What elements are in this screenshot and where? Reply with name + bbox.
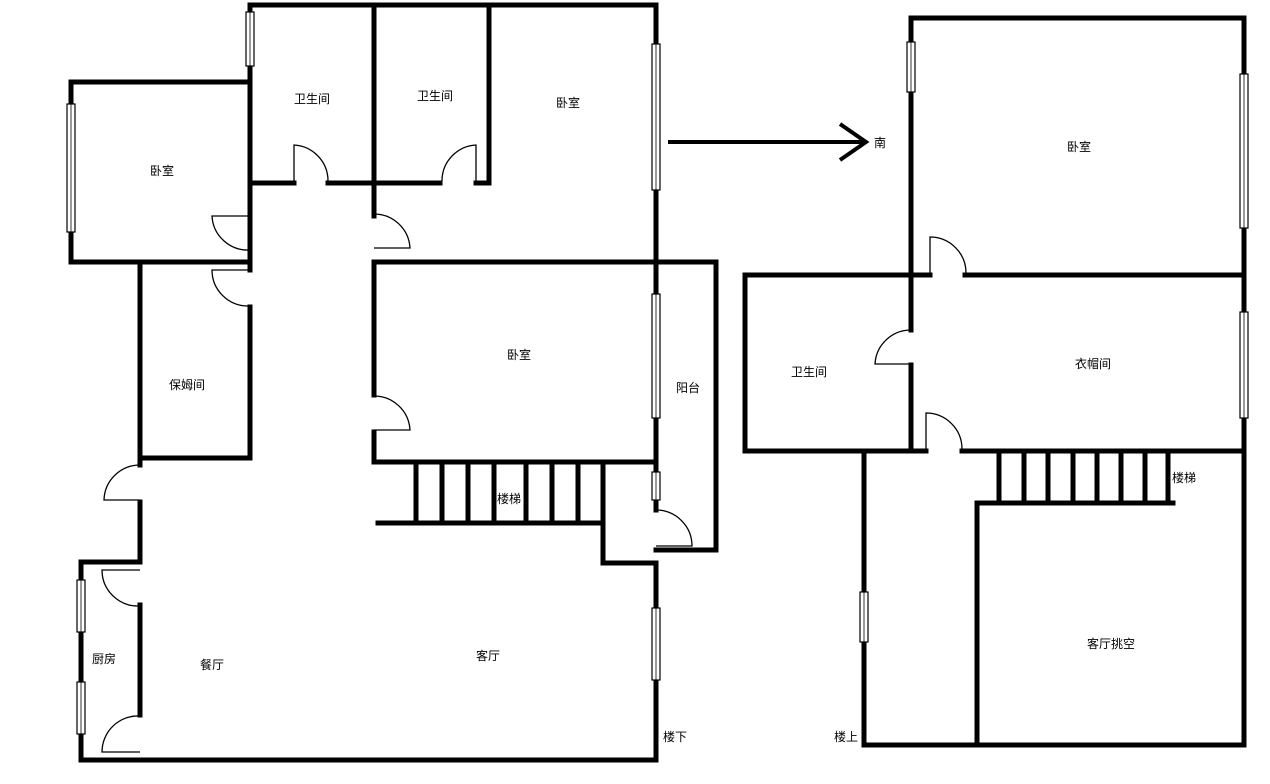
floor-label-lower: 楼下 (663, 729, 687, 744)
upper-room-labels: 卧室 卫生间 衣帽间 楼梯 客厅挑空 楼上 (791, 139, 1196, 744)
room-label-bedroom-west: 卧室 (150, 163, 174, 178)
upper-doors (874, 236, 967, 451)
room-label-upper-bathroom: 卫生间 (791, 365, 827, 379)
upper-windows (859, 41, 1249, 643)
room-label-cloakroom: 衣帽间 (1075, 356, 1111, 371)
room-label-upper-bedroom: 卧室 (1067, 139, 1091, 154)
lower-stairs-drawing (375, 459, 606, 526)
lower-room-labels: 卧室 卫生间 卫生间 卧室 卧室 保姆间 阳台 楼梯 厨房 餐厅 客厅 楼下 (92, 89, 700, 744)
floor-label-upper: 楼上 (834, 729, 858, 744)
room-label-bedroom-north: 卧室 (556, 95, 580, 110)
south-arrow: 南 (668, 122, 886, 162)
room-label-stairs-lower: 楼梯 (497, 491, 521, 506)
lower-floor-walls (68, 2, 719, 763)
upper-stairs-drawing (996, 448, 1171, 506)
room-label-kitchen: 厨房 (92, 651, 116, 666)
room-label-living-void: 客厅挑空 (1087, 636, 1135, 651)
upper-floor-walls (742, 15, 1247, 748)
room-label-balcony: 阳台 (676, 380, 700, 395)
room-label-bedroom-center: 卧室 (507, 347, 531, 362)
room-label-bathroom-2: 卫生间 (417, 89, 453, 103)
compass-label: 南 (874, 135, 886, 150)
room-label-dining: 餐厅 (200, 657, 224, 672)
room-label-bathroom-1: 卫生间 (294, 92, 330, 106)
lower-doors (101, 144, 693, 753)
room-label-nanny-room: 保姆间 (169, 378, 205, 392)
lower-windows (66, 11, 661, 735)
room-label-stairs-upper: 楼梯 (1172, 470, 1196, 485)
room-label-living: 客厅 (476, 648, 500, 663)
